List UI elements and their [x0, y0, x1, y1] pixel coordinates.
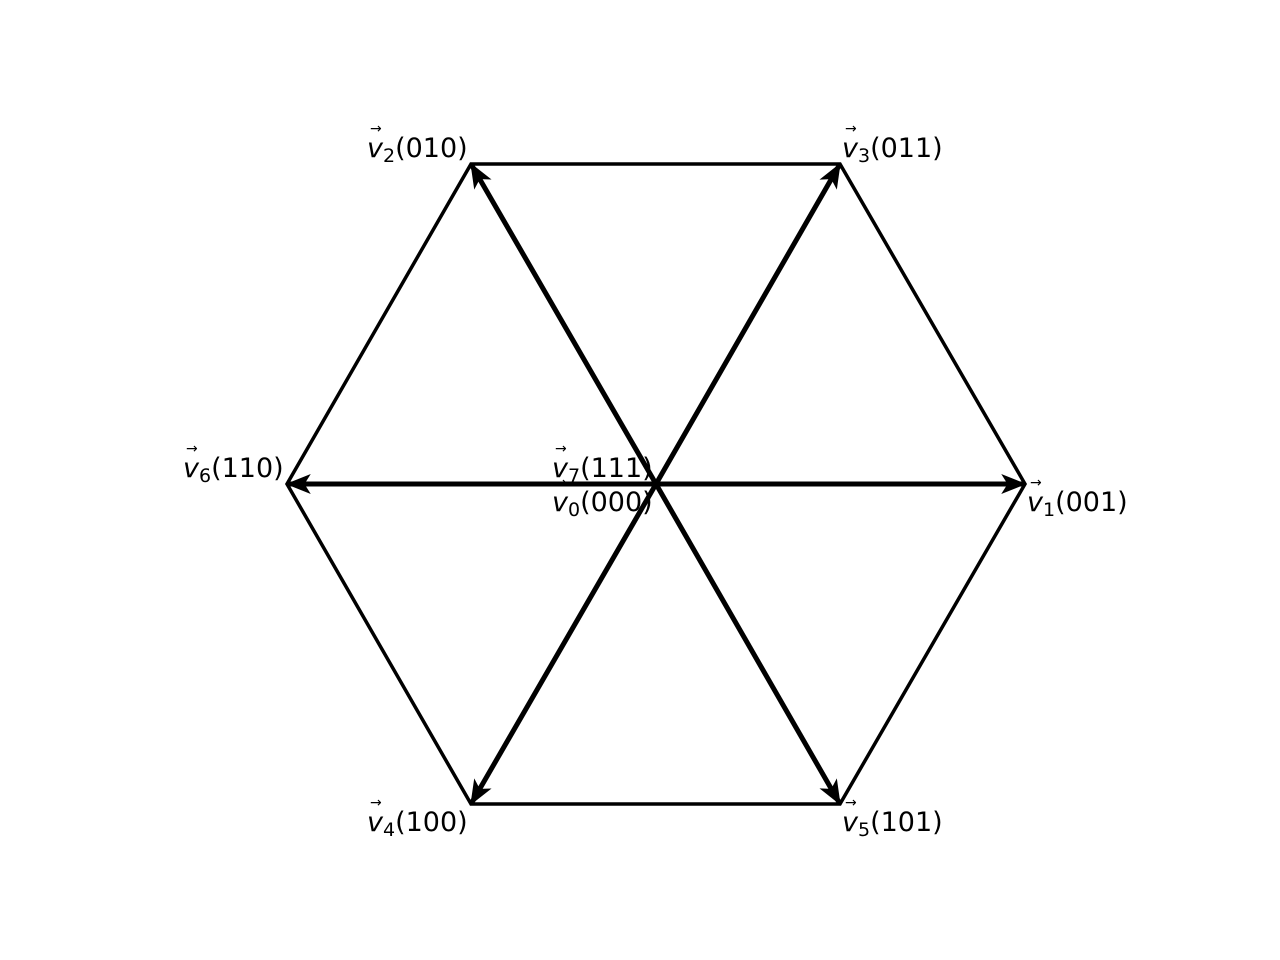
vector-arrow-accent: → — [555, 475, 567, 491]
vector-letter: v — [552, 453, 568, 484]
label-v4: →v4(100) — [367, 796, 468, 841]
state-code: (110) — [211, 453, 284, 484]
vector-arrow-accent: → — [370, 121, 382, 137]
vector-letter: v — [552, 487, 568, 518]
vector-subscript: 1 — [1042, 499, 1056, 521]
vector-subscript: 2 — [382, 145, 396, 167]
label-v7: →v7(111) — [552, 442, 653, 487]
vector-arrow-accent: → — [1030, 475, 1042, 491]
vector-arrow-accent: → — [845, 121, 857, 137]
vector-letter: v — [842, 807, 858, 838]
label-v2: →v2(010) — [367, 122, 468, 167]
vector-letter: v — [842, 133, 858, 164]
label-v6: →v6(110) — [183, 442, 284, 487]
vector-letter: v — [367, 133, 383, 164]
vector-arrow-v4 — [468, 482, 659, 806]
vector-subscript: 3 — [857, 145, 871, 167]
state-code: (010) — [395, 133, 468, 164]
state-code: (111) — [580, 453, 653, 484]
vector-letter: v — [183, 453, 199, 484]
vector-arrow-accent: → — [845, 795, 857, 811]
label-v0: →v0(000) — [552, 476, 653, 521]
state-code: (011) — [870, 133, 943, 164]
vector-symbol: →v — [552, 442, 568, 484]
vector-symbol: →v — [367, 796, 383, 838]
label-v1: →v1(001) — [1027, 476, 1128, 521]
vector-subscript: 4 — [382, 819, 396, 841]
vector-arrow-accent: → — [186, 441, 198, 457]
label-v5: →v5(101) — [842, 796, 943, 841]
vector-symbol: →v — [842, 796, 858, 838]
vector-symbol: →v — [183, 442, 199, 484]
vector-arrow-v3 — [653, 162, 843, 486]
vector-arrow-accent: → — [370, 795, 382, 811]
vector-symbol: →v — [552, 476, 568, 518]
vector-symbol: →v — [1027, 476, 1043, 518]
vector-subscript: 5 — [857, 819, 871, 841]
state-code: (101) — [870, 807, 943, 838]
vector-symbol: →v — [842, 122, 858, 164]
vector-arrow-v2 — [468, 162, 659, 486]
vector-symbol: →v — [367, 122, 383, 164]
vector-arrows — [285, 162, 1027, 806]
state-code: (100) — [395, 807, 468, 838]
vector-subscript: 7 — [567, 465, 581, 487]
state-code: (001) — [1055, 487, 1128, 518]
vector-letter: v — [1027, 487, 1043, 518]
vector-subscript: 0 — [567, 499, 581, 521]
vector-subscript: 6 — [198, 465, 212, 487]
label-v3: →v3(011) — [842, 122, 943, 167]
vector-arrow-accent: → — [555, 441, 567, 457]
state-code: (000) — [580, 487, 653, 518]
vector-arrow-v5 — [653, 482, 843, 806]
vector-letter: v — [367, 807, 383, 838]
